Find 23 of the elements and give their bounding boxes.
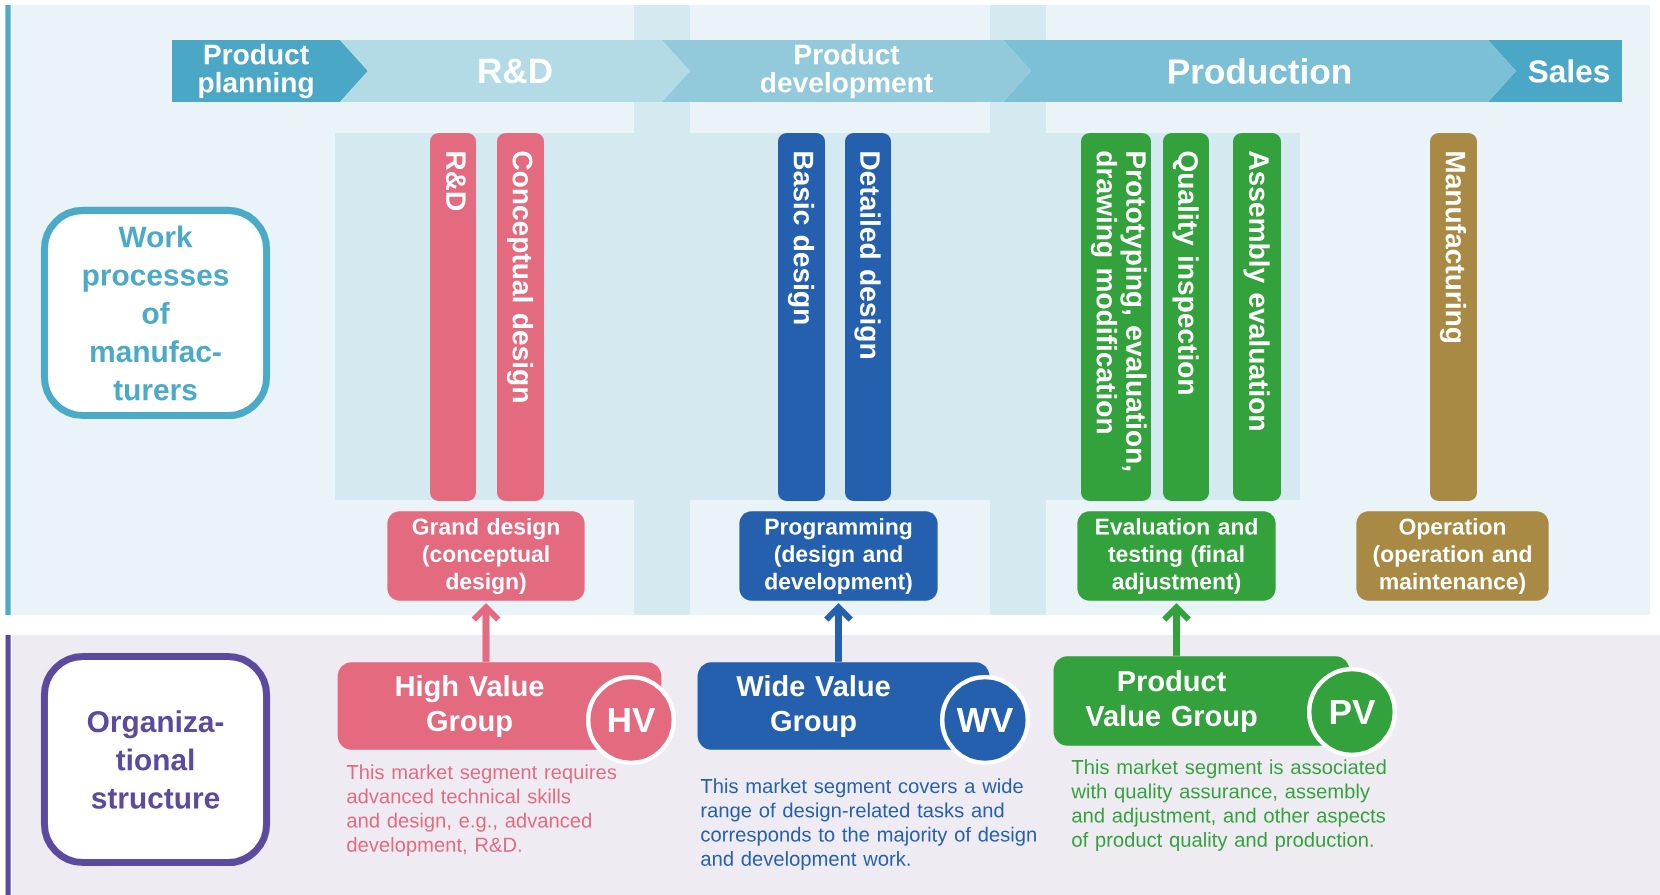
- process-bar: Basic design: [778, 133, 825, 501]
- process-step-band: Production: [1003, 40, 1516, 102]
- description-text: This market segment requires advanced technical skills and design, e.g., advanced development, R&D.: [346, 764, 617, 856]
- process-bar: Manufacturing: [1430, 133, 1477, 501]
- process-bar: R&D: [430, 133, 476, 501]
- process-bar: Quality inspection: [1163, 133, 1209, 501]
- process-step-band: Product planning: [172, 40, 368, 102]
- phase-box: Operation (operation and maintenance): [1356, 511, 1549, 601]
- phase-box: Evaluation and testing (final adjustment): [1077, 511, 1276, 601]
- description-text: This market segment covers a wide range of design-related tasks and corresponds to the majority of design and development work.: [700, 778, 1036, 870]
- process-step-band: R&D: [340, 40, 690, 102]
- process-bar: Assembly evaluation: [1233, 133, 1281, 501]
- label-box: Work processes of manufac-turers: [40, 206, 271, 420]
- process-bar: Prototyping, evaluation, drawing modification: [1081, 133, 1151, 501]
- phase-box: Grand design (conceptual design): [387, 511, 585, 601]
- process-step-band: Product development: [662, 40, 1031, 102]
- phase-box: Programming (design and development): [739, 511, 938, 601]
- description-text: This market segment is associated with quality assurance, assembly and adjustment, and other aspects of product quality and production.: [1071, 759, 1386, 851]
- process-bar: Detailed design: [845, 133, 891, 501]
- process-bar: Conceptual design: [497, 133, 544, 501]
- node-label: Wide Value Group: [736, 675, 890, 737]
- node-label: Product Value Group: [1085, 670, 1257, 732]
- label-box: Organiza-tional structure: [40, 652, 271, 867]
